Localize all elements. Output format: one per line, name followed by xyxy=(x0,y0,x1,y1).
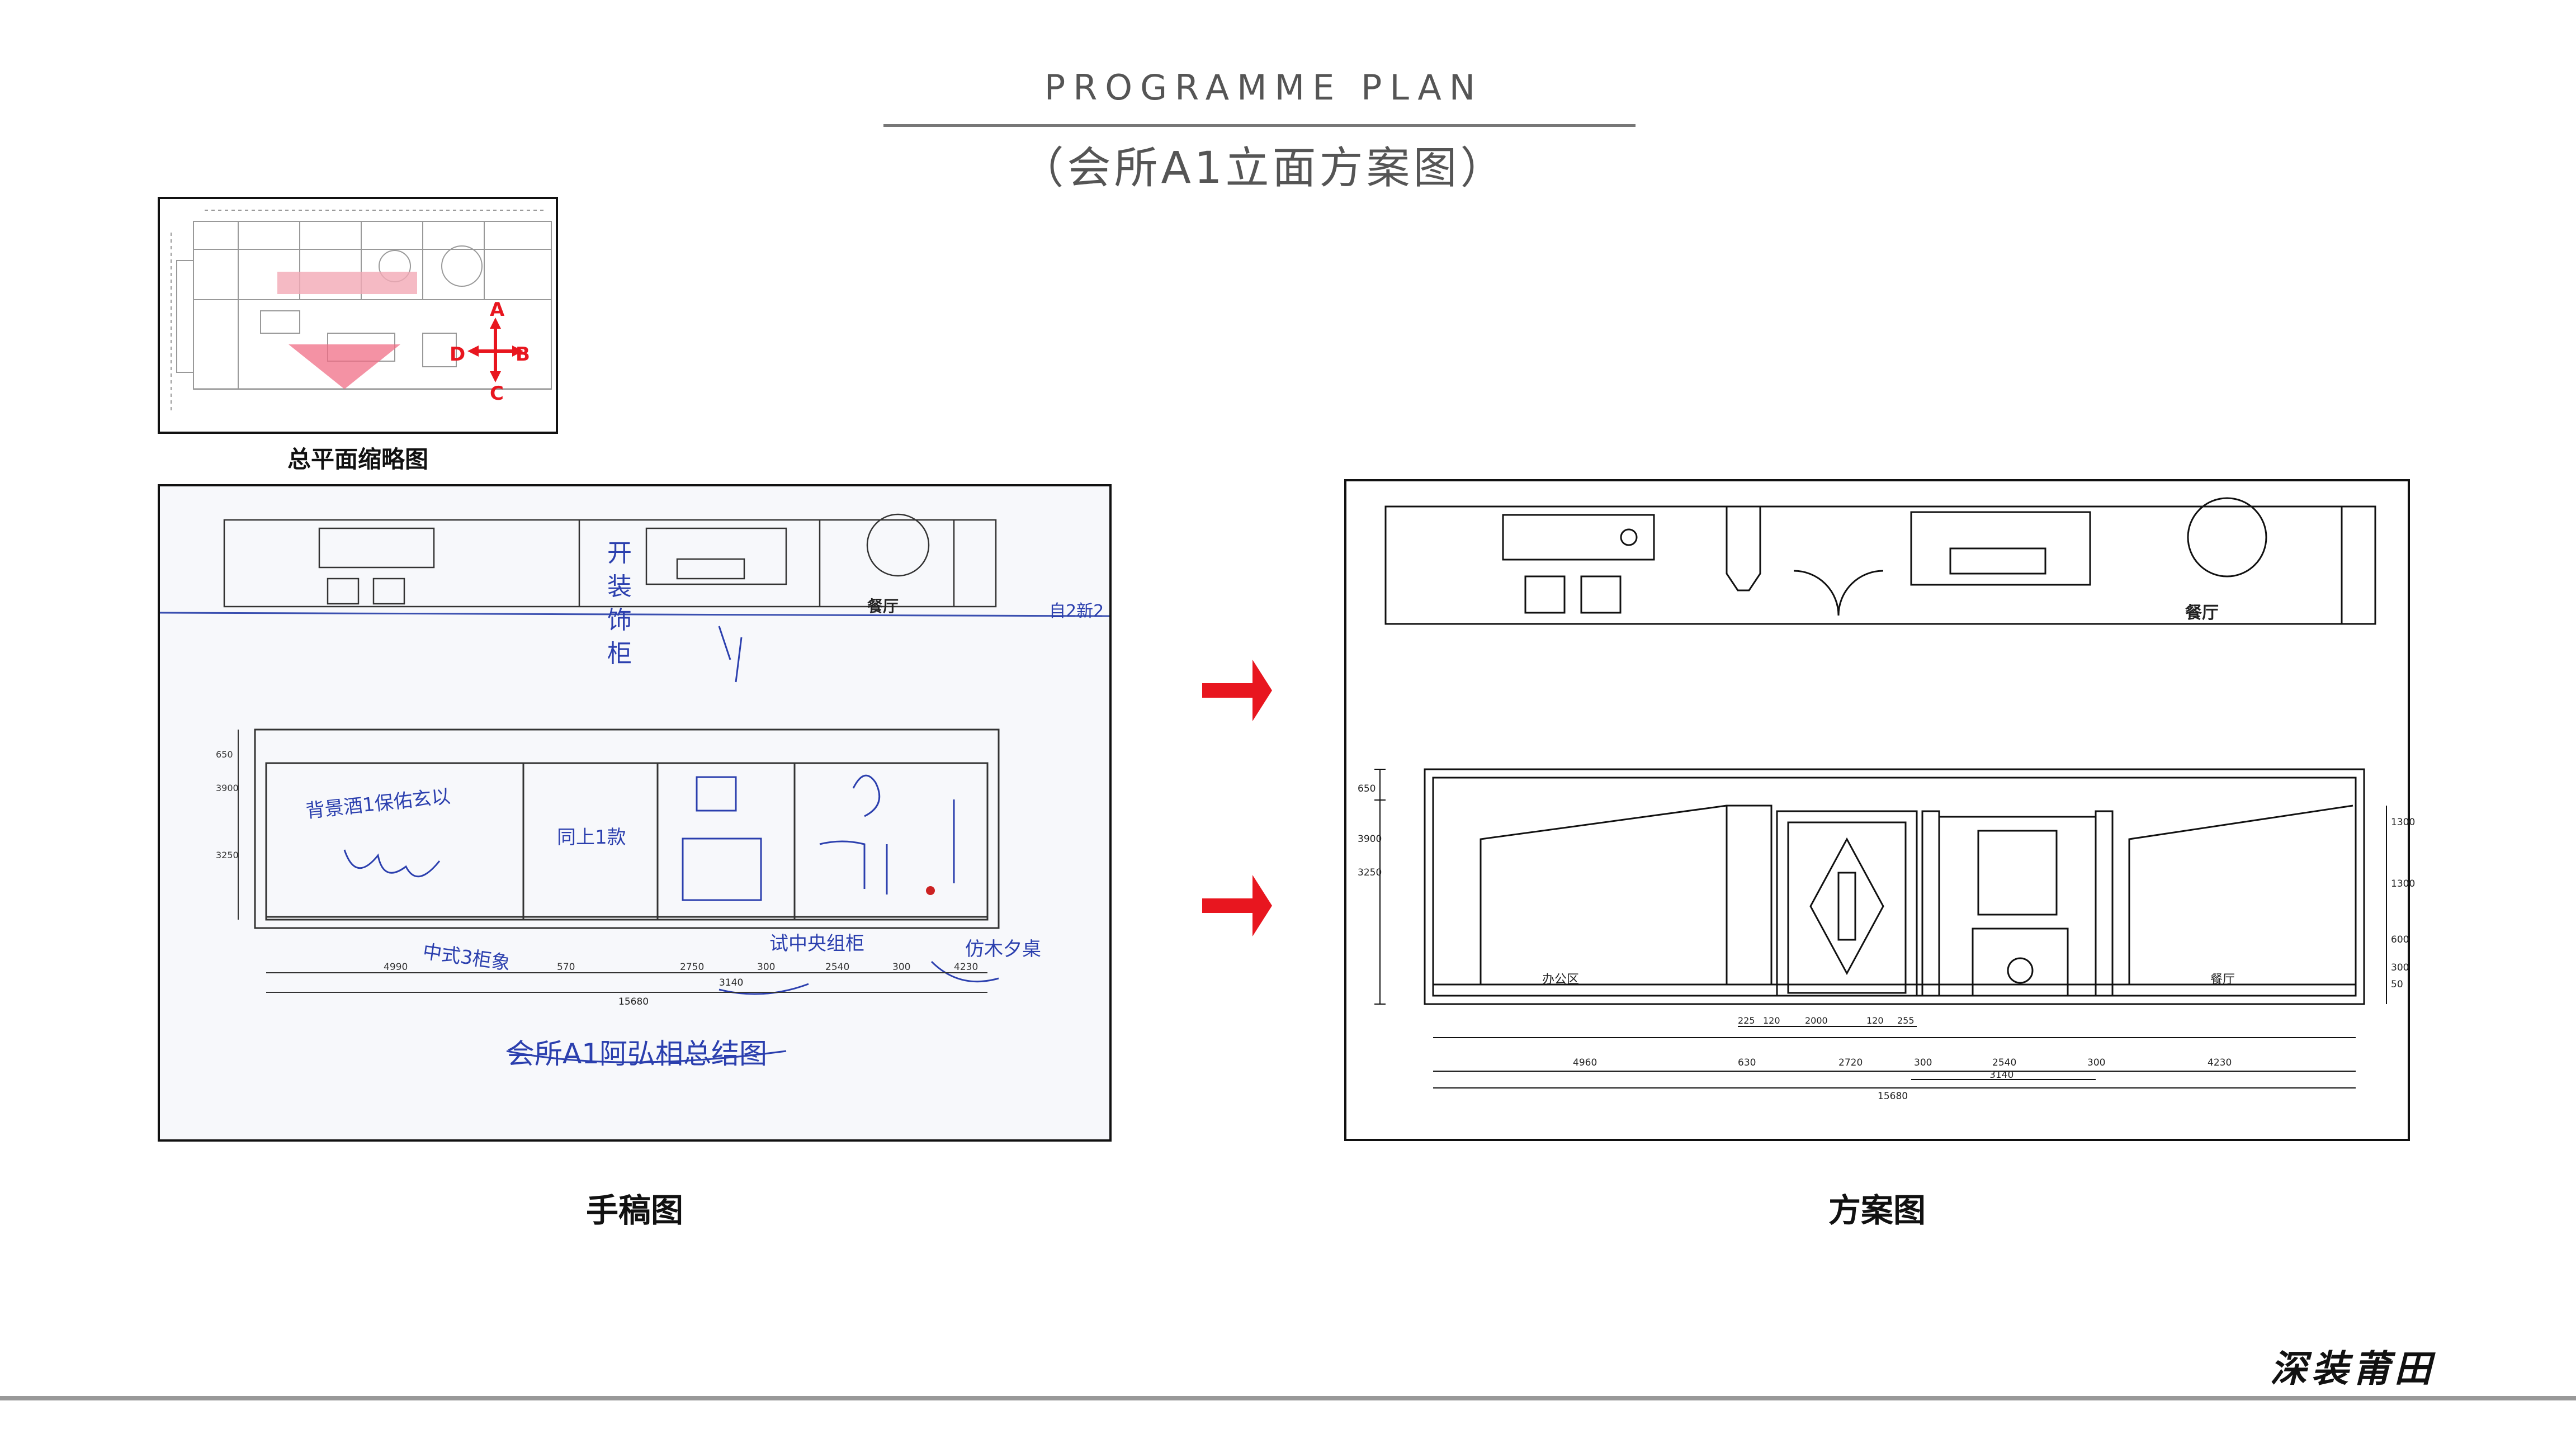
dim-label: 650 xyxy=(1358,783,1376,794)
sketch-wall-note: 仿木夕桌 xyxy=(965,938,1041,960)
plan-drawing xyxy=(1374,497,2387,1088)
dim-label: 225 xyxy=(1738,1015,1755,1026)
sketch-height-dims: 650 3900 3250 xyxy=(216,749,239,860)
sketch-room-label: 餐厅 xyxy=(867,597,899,616)
sketch-wall-note: 试中央组柜 xyxy=(769,933,864,955)
view-cone xyxy=(289,344,400,389)
dim-label: 120 xyxy=(1763,1015,1780,1026)
dim-total-label: 15680 xyxy=(1878,1091,1908,1102)
thumbnail-caption: 总平面缩略图 xyxy=(287,446,428,473)
plan-right-dims: 1300 1300 600 300 50 xyxy=(2391,817,2416,990)
sketch-note: 柜 xyxy=(607,640,632,668)
dim-label: 1300 xyxy=(2391,878,2416,889)
plan-top-dims: 225 120 2000 120 255 xyxy=(1738,1015,1922,1026)
dim-label: 300 xyxy=(1914,1057,1932,1068)
zone-right-label: 餐厅 xyxy=(2210,973,2235,987)
dim-label: 600 xyxy=(2391,934,2409,945)
sketch-panel: 餐厅 自2新2 开 装 饰 柜 背景酒1保佑玄以 同上1款 中式3柜象 试中央组… xyxy=(158,484,1112,1142)
compass-c: C xyxy=(490,382,504,405)
dim-label: 3900 xyxy=(1358,834,1382,845)
compass: A B C D xyxy=(450,299,530,405)
compass-b: B xyxy=(516,343,530,366)
dim-label: 2000 xyxy=(1805,1015,1828,1026)
dim-label: 2540 xyxy=(1992,1057,2017,1068)
dim-label: 120 xyxy=(1866,1015,1884,1026)
dim-label: 255 xyxy=(1897,1015,1915,1026)
title-divider xyxy=(883,124,1636,127)
compass-a: A xyxy=(490,299,505,321)
dim-label: 570 xyxy=(557,962,575,973)
sketch-drawing xyxy=(160,486,1109,1139)
floor-plan-drawing xyxy=(171,210,552,411)
footer-divider xyxy=(0,1396,2576,1400)
brand-logo: 深装莆田 xyxy=(2270,1347,2436,1390)
plan-height-dims: 650 3900 3250 xyxy=(1358,783,1382,878)
dim-label: 1300 xyxy=(2391,817,2416,828)
compass-d: D xyxy=(450,343,466,366)
zone-left-label: 办公区 xyxy=(1542,973,1580,987)
dim-sub-label: 3140 xyxy=(719,977,744,988)
dim-label: 4990 xyxy=(384,962,408,973)
dim-label: 4960 xyxy=(1573,1057,1597,1068)
sketch-notes: 开 装 饰 柜 xyxy=(607,537,641,671)
dim-label: 2540 xyxy=(825,962,850,973)
dim-label: 2720 xyxy=(1838,1057,1863,1068)
arrow-right-icon xyxy=(1202,660,1272,721)
plan-bottom-dims: 4960 630 2720 300 2540 300 4230 xyxy=(1433,1057,2356,1068)
sketch-note: 装 xyxy=(607,572,632,601)
floor-plan-thumbnail: A B C D xyxy=(158,197,558,434)
page-subtitle: （会所A1立面方案图） xyxy=(1020,143,1507,193)
dim-label: 4230 xyxy=(2208,1057,2232,1068)
sketch-note: 饰 xyxy=(607,606,632,635)
dim-label: 300 xyxy=(2391,962,2409,973)
dim-sub-label: 3140 xyxy=(1989,1069,2014,1081)
sketch-side-note: 自2新2 xyxy=(1049,602,1104,621)
arrow-right-icon xyxy=(1202,875,1272,936)
dim-label: 3250 xyxy=(216,850,239,860)
highlight-band xyxy=(277,272,417,294)
dim-label: 3250 xyxy=(1358,867,1382,878)
dim-label: 630 xyxy=(1738,1057,1756,1068)
sketch-note: 开 xyxy=(607,539,632,567)
dim-total-label: 15680 xyxy=(618,996,649,1007)
sketch-bottom-dims: 4990 570 2750 300 2540 300 4230 xyxy=(266,962,987,973)
sketch-caption: 手稿图 xyxy=(585,1191,683,1229)
plan-panel: 餐厅 办公区 餐厅 650 3900 3250 1300 1300 600 30… xyxy=(1344,479,2416,1141)
compass-icon xyxy=(467,318,523,382)
dim-label: 300 xyxy=(757,962,776,973)
plan-room-label: 餐厅 xyxy=(2185,603,2219,623)
dim-label: 50 xyxy=(2391,979,2403,990)
page-title: PROGRAMME PLAN xyxy=(1044,67,1483,108)
dim-label: 3900 xyxy=(216,783,239,793)
sketch-bottom-note: 会所A1阿弘相总结图 xyxy=(507,1038,768,1070)
dim-label: 4230 xyxy=(954,962,979,973)
dim-label: 300 xyxy=(892,962,911,973)
plan-caption: 方案图 xyxy=(1828,1191,1926,1229)
dim-label: 650 xyxy=(216,749,233,760)
dim-label: 300 xyxy=(2087,1057,2106,1068)
dim-label: 2750 xyxy=(680,962,705,973)
sketch-wall-note: 同上1款 xyxy=(557,826,626,849)
